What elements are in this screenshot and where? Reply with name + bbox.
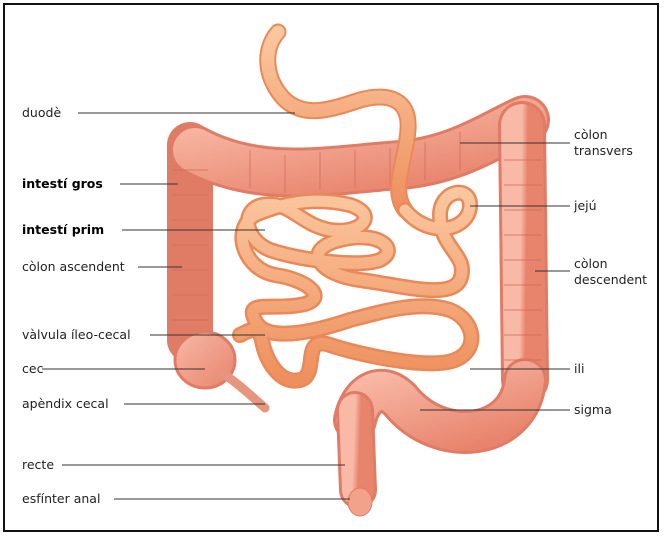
small-intestine xyxy=(240,193,471,381)
label-colon-transvers: còlon transvers xyxy=(574,127,664,159)
label-apendix: apèndix cecal xyxy=(22,396,109,412)
label-valvula: vàlvula íleo-cecal xyxy=(22,327,131,343)
label-colon-descendent-line2: descendent xyxy=(574,272,664,288)
label-esfinter: esfínter anal xyxy=(22,491,100,507)
label-cec: cec xyxy=(22,361,43,377)
label-ili: ili xyxy=(574,361,664,377)
label-colon-descendent: còlon descendent xyxy=(574,256,664,288)
label-recte: recte xyxy=(22,457,54,473)
label-sigma: sigma xyxy=(574,402,664,418)
label-colon-descendent-line1: còlon xyxy=(574,256,664,272)
label-intesti-prim: intestí prim xyxy=(22,222,104,238)
label-intesti-gros: intestí gros xyxy=(22,176,103,192)
label-colon-transvers-line2: transvers xyxy=(574,143,664,159)
label-duode: duodè xyxy=(22,105,61,121)
label-colon-ascendent: còlon ascendent xyxy=(22,259,125,275)
label-jeju: jejú xyxy=(574,198,664,214)
label-colon-transvers-line1: còlon xyxy=(574,127,664,143)
